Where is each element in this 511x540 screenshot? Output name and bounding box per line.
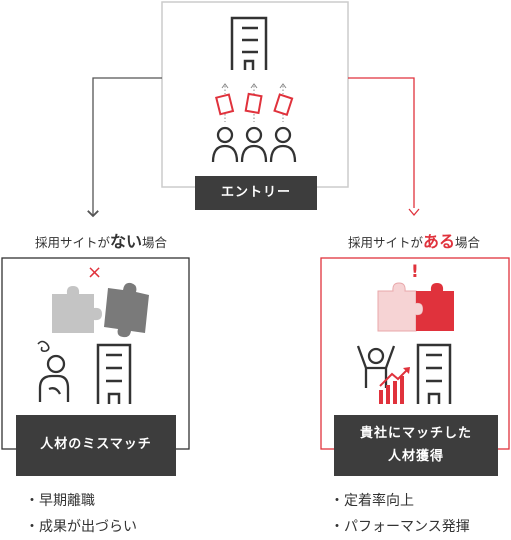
no-site-prefix: 採用サイトが xyxy=(35,235,111,250)
list-item: 成果が出づらい xyxy=(25,514,137,540)
match-mark: ! xyxy=(411,262,419,282)
with-site-case-label: 採用サイトがある場合 xyxy=(348,228,480,252)
with-site-outcomes: 定着率向上 パフォーマンス発揮 xyxy=(330,488,470,540)
company-building-right-icon xyxy=(416,343,452,404)
arrow-head-red xyxy=(408,208,420,217)
applications-icon xyxy=(215,83,294,122)
no-site-case-label: 採用サイトがない場合 xyxy=(35,228,167,252)
company-building-icon xyxy=(230,16,268,70)
no-site-result-label: 人材のミスマッチ xyxy=(16,415,176,476)
mismatch-mark: × xyxy=(87,262,103,283)
arrow-to-no-site xyxy=(87,77,162,218)
growth-chart-icon xyxy=(379,367,410,404)
mismatch-puzzle-icon xyxy=(52,282,149,338)
with-site-emphasis: ある xyxy=(423,232,456,251)
list-item: 早期離職 xyxy=(25,488,137,514)
matched-puzzle-icon xyxy=(377,282,454,332)
list-item: パフォーマンス発揮 xyxy=(330,514,470,540)
with-site-prefix: 採用サイトが xyxy=(348,235,424,250)
entry-label: エントリー xyxy=(195,176,317,210)
list-item: 定着率向上 xyxy=(330,488,470,514)
with-site-result-label: 貴社にマッチした 人材獲得 xyxy=(334,415,498,476)
arrow-to-with-site xyxy=(348,77,415,208)
applicants-icon xyxy=(211,126,297,163)
no-site-emphasis: ない xyxy=(110,232,143,251)
no-site-outcomes: 早期離職 成果が出づらい xyxy=(25,488,137,540)
with-site-result-line2: 人材獲得 xyxy=(387,448,444,464)
with-site-suffix: 場合 xyxy=(455,235,481,250)
no-site-suffix: 場合 xyxy=(142,235,168,250)
confused-person-icon xyxy=(37,340,70,402)
company-building-left-icon xyxy=(96,343,132,404)
with-site-result-line1: 貴社にマッチした xyxy=(359,426,472,442)
